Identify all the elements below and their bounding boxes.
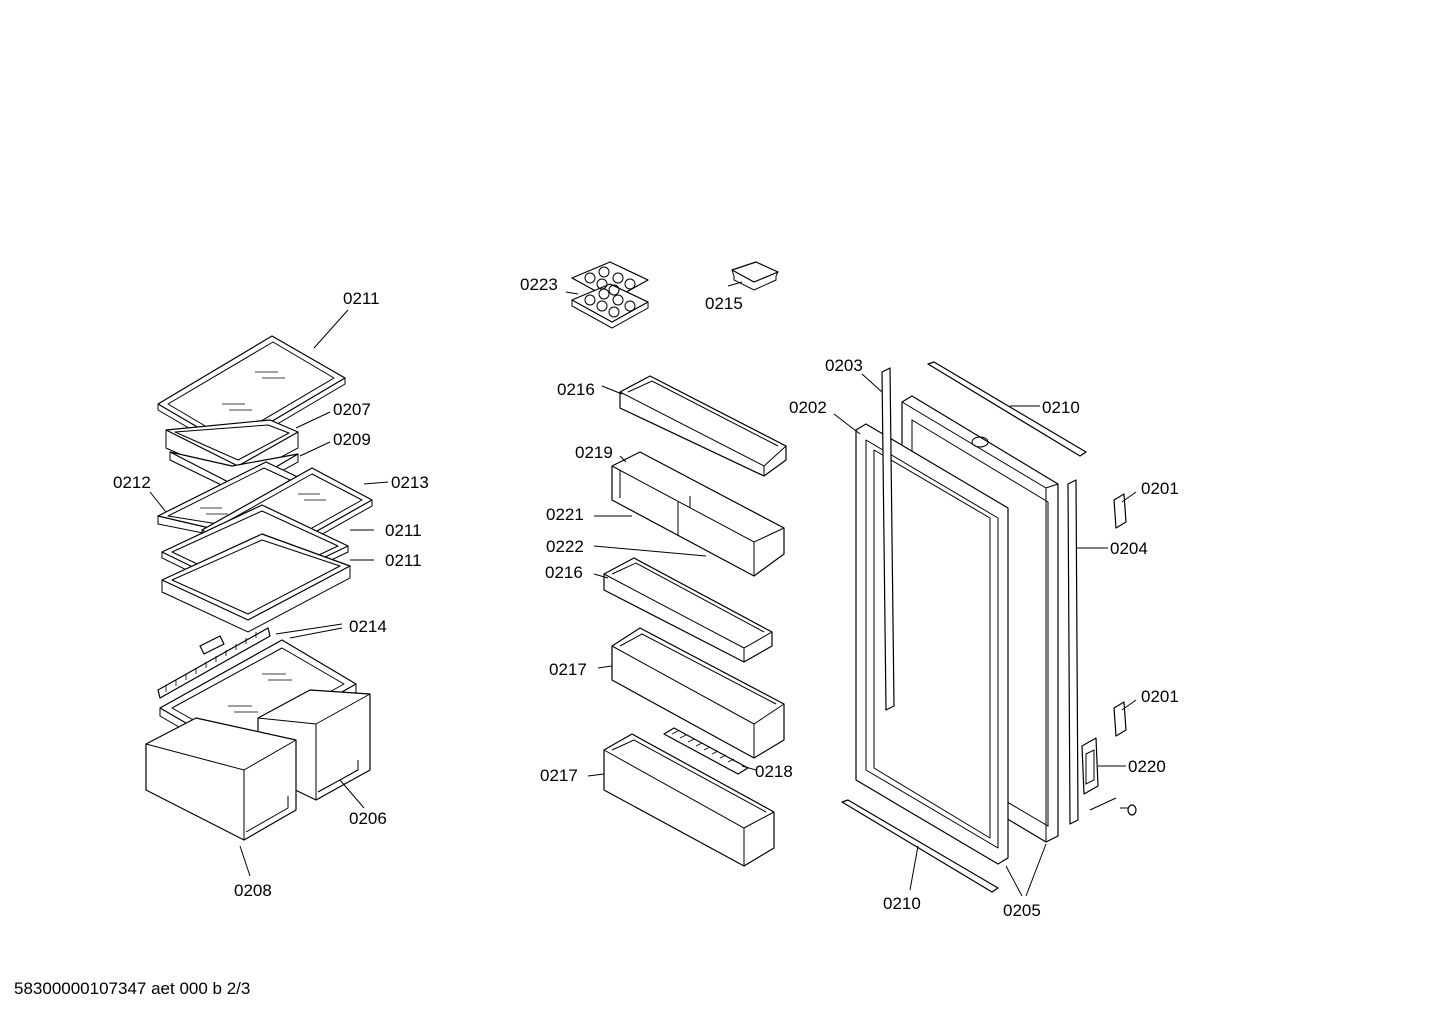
callout-0213: 0213 — [391, 473, 429, 492]
handle-strip-0204 — [1067, 479, 1079, 825]
callout-0208: 0208 — [234, 881, 272, 900]
callout-0210-top: 0210 — [1042, 398, 1080, 417]
door-bin-0217-top — [611, 627, 785, 759]
hinge-0201-low — [1113, 701, 1127, 737]
lock-0220 — [1081, 737, 1137, 816]
callout-0221: 0221 — [546, 505, 584, 524]
egg-tray-0223 — [571, 261, 649, 329]
gasket-0202 — [855, 423, 1009, 865]
hinge-0201-top — [1113, 493, 1127, 529]
rail-0210-low — [841, 799, 999, 893]
callout-0217-top: 0217 — [549, 660, 587, 679]
callout-0223: 0223 — [520, 275, 558, 294]
callout-0211-mid: 0211 — [385, 521, 422, 540]
callout-0212: 0212 — [113, 473, 151, 492]
callout-0210-low: 0210 — [883, 894, 921, 913]
door-bin-0216-top — [619, 375, 787, 477]
callout-0203: 0203 — [825, 356, 863, 375]
callout-0216-top: 0216 — [557, 380, 595, 399]
callout-0215: 0215 — [705, 294, 743, 313]
rail-0214 — [157, 627, 271, 699]
callout-0214: 0214 — [349, 617, 387, 636]
callout-0204: 0204 — [1110, 539, 1148, 558]
door-bin-0217-low — [603, 733, 775, 867]
callout-0205: 0205 — [1003, 901, 1041, 920]
callout-0217-low: 0217 — [540, 766, 578, 785]
callout-0222: 0222 — [546, 537, 584, 556]
callout-0201-low: 0201 — [1141, 687, 1179, 706]
callout-0211-low: 0211 — [385, 551, 422, 570]
callout-0206: 0206 — [349, 809, 387, 828]
callout-0207: 0207 — [333, 400, 371, 419]
callout-0209: 0209 — [333, 430, 371, 449]
door-bin-0219 — [611, 451, 785, 577]
shelf-0211-low — [161, 533, 351, 633]
door-bin-0216-mid — [603, 557, 773, 663]
callout-0201-top: 0201 — [1141, 479, 1179, 498]
callout-0202: 0202 — [789, 398, 827, 417]
callout-0211-top: 0211 — [343, 289, 380, 308]
callout-0218: 0218 — [755, 762, 793, 781]
callout-0216-mid: 0216 — [545, 563, 583, 582]
leader-lines — [149, 281, 1137, 897]
strip-0203 — [881, 367, 895, 711]
drawing-id-footer: 58300000107347 aet 000 b 2/3 — [14, 979, 251, 998]
rail-0210-top — [927, 361, 1087, 457]
callout-0219: 0219 — [575, 443, 613, 462]
callout-labels: 0211 0207 0209 0212 0213 0211 0211 0214 … — [113, 275, 1179, 920]
drawer-0208 — [145, 717, 297, 841]
callout-0220: 0220 — [1128, 757, 1166, 776]
butter-dish-0215 — [731, 261, 779, 291]
